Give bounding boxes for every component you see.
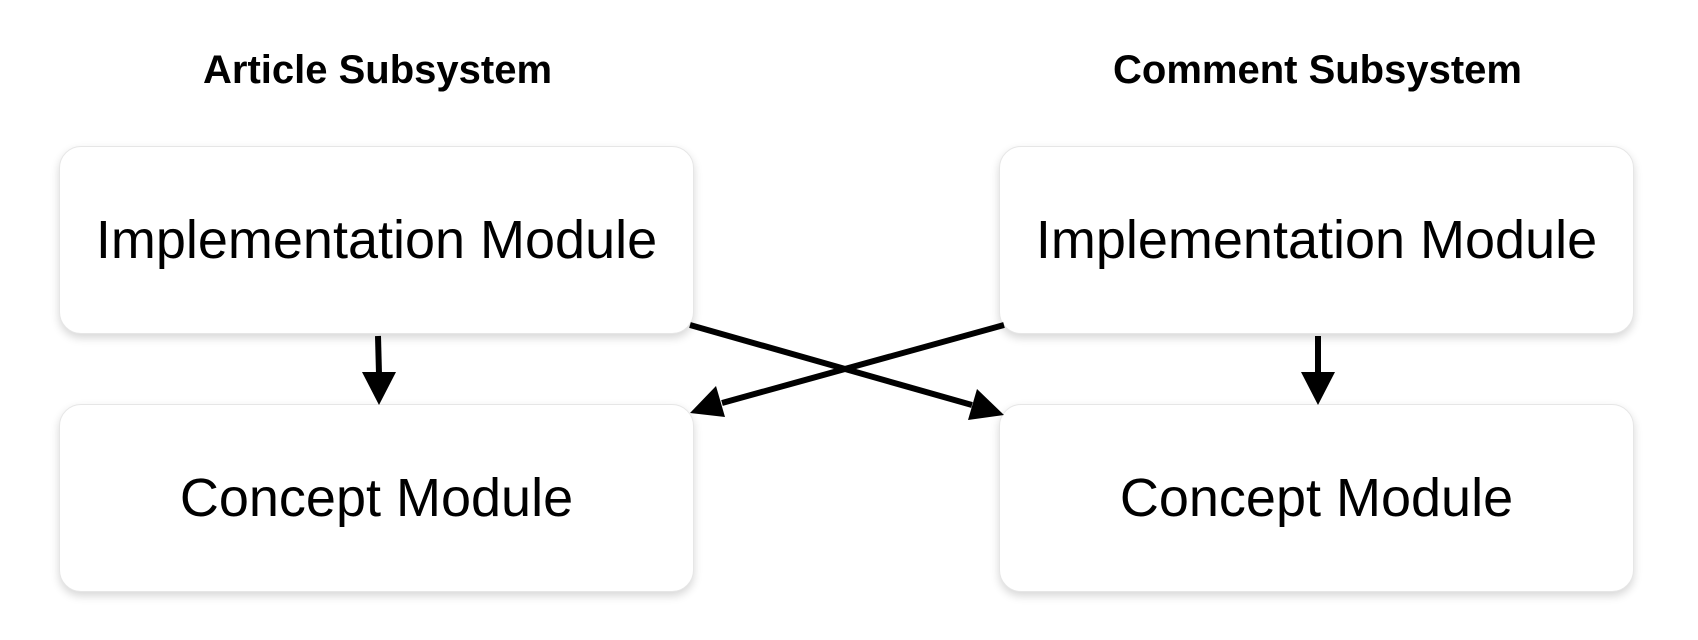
comment-implementation-module-label: Implementation Module bbox=[1035, 210, 1598, 270]
edge-comment-impl-to-comment-concept bbox=[1301, 336, 1335, 405]
article-concept-module-box: Concept Module bbox=[59, 404, 694, 592]
edge-article-impl-to-comment-concept bbox=[689, 322, 1004, 420]
article-subsystem-title: Article Subsystem bbox=[202, 48, 553, 92]
article-implementation-module-label: Implementation Module bbox=[95, 210, 658, 270]
comment-implementation-module-box: Implementation Module bbox=[999, 146, 1634, 334]
edge-article-impl-to-article-concept bbox=[362, 335, 396, 405]
comment-subsystem-title: Comment Subsystem bbox=[1113, 48, 1522, 92]
article-implementation-module-box: Implementation Module bbox=[59, 146, 694, 334]
comment-concept-module-box: Concept Module bbox=[999, 404, 1634, 592]
article-concept-module-label: Concept Module bbox=[179, 468, 574, 528]
edge-comment-impl-to-article-concept bbox=[690, 322, 1005, 417]
comment-concept-module-label: Concept Module bbox=[1119, 468, 1514, 528]
